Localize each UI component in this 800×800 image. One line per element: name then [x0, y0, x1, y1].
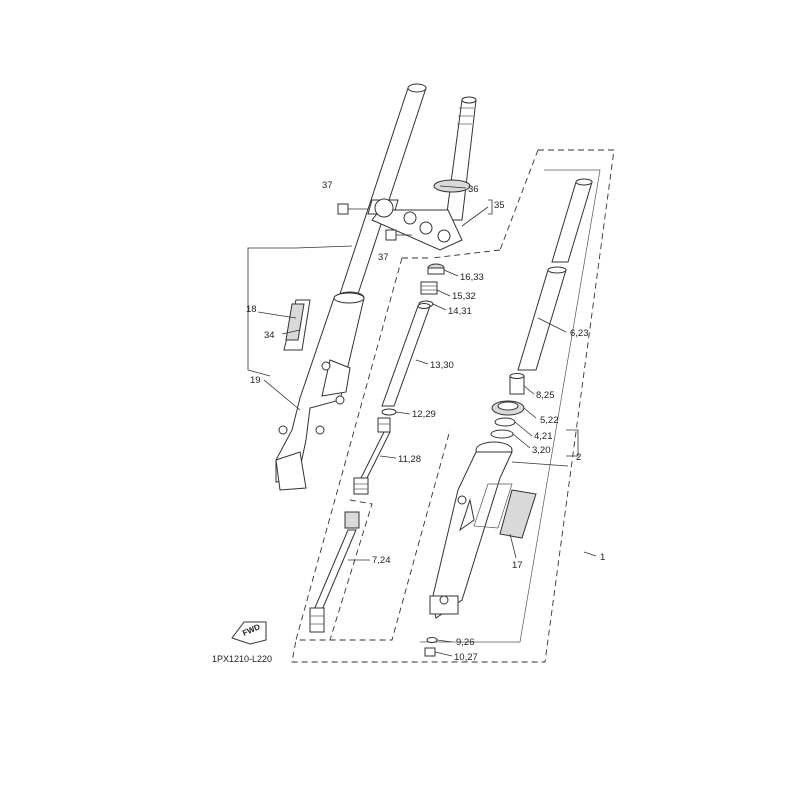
- callout-9-26: 9,26: [456, 637, 475, 648]
- bushing-8-25: [509, 373, 525, 395]
- fork-spring-13-30: [381, 303, 431, 407]
- leader-lines: [247, 185, 597, 657]
- cap-bolt-16-33: [427, 263, 445, 275]
- callout-8-25: 8,25: [536, 390, 555, 401]
- spacer-15-32: [420, 281, 438, 295]
- callout-15-32: 15,32: [452, 291, 476, 302]
- callout-2: 2: [576, 452, 581, 463]
- assembly-outline-outer: [291, 149, 615, 663]
- ring-12-29: [381, 408, 397, 416]
- callout-34: 34: [264, 330, 275, 341]
- callout-labels: 37 37 36 35 16,33 15,32 14,31 13,30 12,2…: [246, 180, 605, 663]
- reflector-34: [283, 299, 311, 351]
- callout-4-21: 4,21: [534, 431, 553, 442]
- washer-9-26: [426, 637, 438, 643]
- callout-37-lower: 37: [378, 252, 389, 263]
- callout-16-33: 16,33: [460, 272, 484, 283]
- bolt-37-lower: [385, 229, 412, 241]
- callout-36: 36: [468, 184, 479, 195]
- callout-18: 18: [246, 304, 257, 315]
- washer-3-20: [490, 429, 514, 439]
- outer-tube-1: [429, 441, 513, 619]
- bolt-37-upper: [337, 203, 368, 215]
- left-fork-leg: [275, 83, 427, 491]
- callout-12-29: 12,29: [412, 409, 436, 420]
- callout-17: 17: [512, 560, 523, 571]
- callout-13-30: 13,30: [430, 360, 454, 371]
- oil-seal-5-22: [491, 400, 525, 416]
- callout-5-22: 5,22: [540, 415, 559, 426]
- steering-stem: [371, 96, 477, 251]
- callout-1: 1: [600, 552, 605, 563]
- callout-11-28: 11,28: [398, 454, 421, 465]
- diagram-code: 1PX1210-L220: [212, 654, 272, 664]
- assembly-outline-inner: [295, 257, 451, 641]
- callout-37-upper: 37: [322, 180, 333, 191]
- reflector-17: [473, 483, 537, 539]
- rebound-spring-7-24: [309, 511, 360, 633]
- damper-rod-11-28: [353, 417, 391, 495]
- outer-tube-outline: [420, 169, 601, 643]
- callout-35: 35: [494, 200, 505, 211]
- drain-bolt-10-27: [424, 647, 436, 657]
- callout-10-27: 10,27: [454, 652, 478, 663]
- callout-14-31: 14,31: [448, 306, 472, 317]
- callout-6-23: 6,23: [570, 328, 589, 339]
- callout-3-20: 3,20: [532, 445, 551, 456]
- callout-7-24: 7,24: [372, 555, 391, 566]
- clip-4-21: [494, 417, 516, 427]
- inner-tube-6-23: [517, 178, 593, 371]
- callout-19: 19: [250, 375, 261, 386]
- fwd-arrow-icon: FWD: [231, 621, 267, 645]
